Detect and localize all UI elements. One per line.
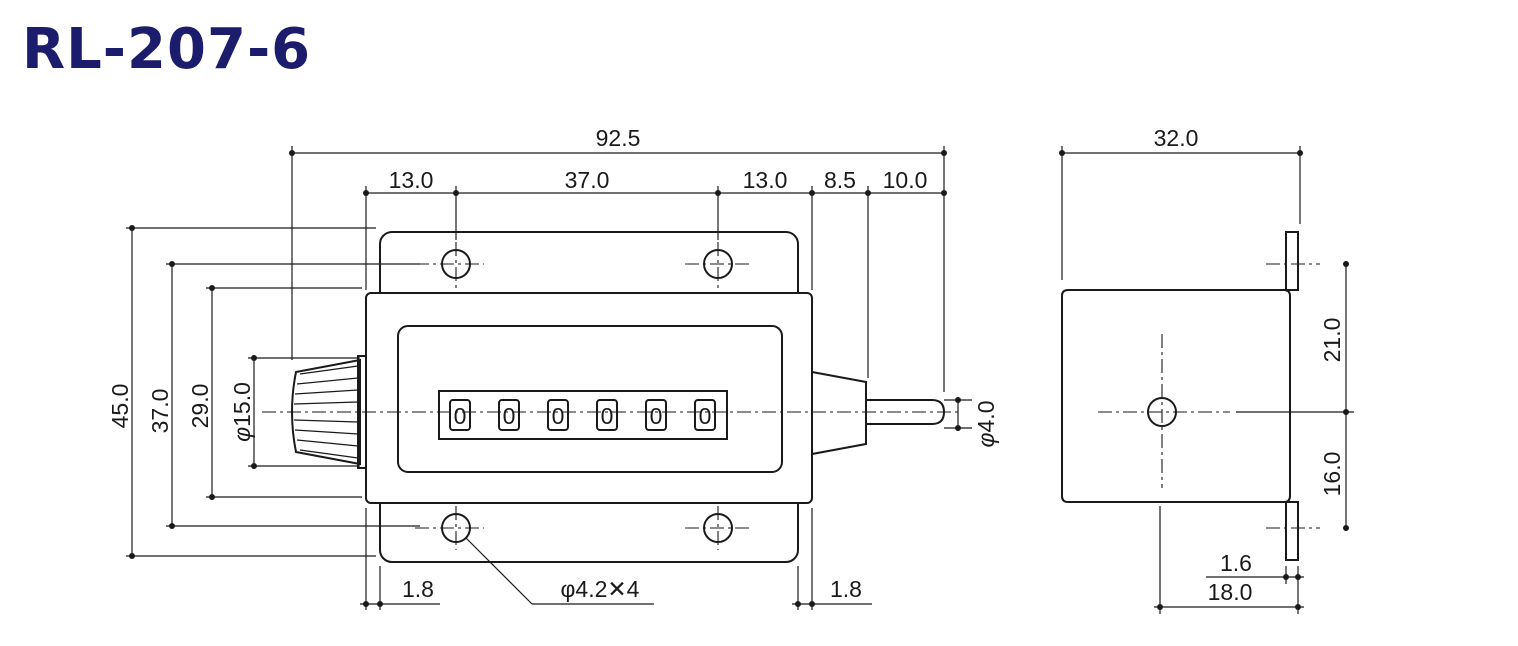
counter-digit: 0	[650, 403, 663, 429]
dim-top-segment: 8.5	[824, 167, 856, 193]
digit-frame	[645, 399, 667, 431]
dim-body-height: 29.0	[187, 384, 213, 429]
dim-height-total: 45.0	[107, 384, 133, 429]
side-dimensions: 32.0 21.0 16.0 1.6 18.0	[1059, 125, 1354, 614]
side-view	[1061, 231, 1320, 561]
dim-side-width: 32.0	[1154, 125, 1199, 151]
model-title: RL-207-6	[22, 17, 312, 82]
side-body	[1061, 289, 1291, 503]
dim-top-segment: 13.0	[389, 167, 434, 193]
side-flange-top	[1285, 231, 1299, 291]
front-dimensions: 92.5 13.0 37.0 13.0 8.5 10.0 45.0 37.0	[107, 125, 999, 610]
dim-side-depth: 18.0	[1208, 579, 1253, 605]
dim-overall-length: 92.5	[596, 125, 641, 151]
dim-top-segment: 37.0	[565, 167, 610, 193]
reset-knob	[291, 355, 367, 469]
mounting-holes	[415, 242, 750, 550]
dim-top-segment: 13.0	[743, 167, 788, 193]
display-window	[397, 325, 783, 473]
dim-shaft-diameter: φ4.0	[973, 401, 999, 448]
diameter-symbol: φ	[973, 432, 999, 447]
dim-knob-diameter: φ15.0	[229, 382, 255, 442]
dim-flange-offset-left: 1.8	[402, 576, 434, 602]
knob-diameter-value: 15.0	[229, 382, 255, 427]
counter-digit: 0	[601, 403, 614, 429]
dim-flange-offset-right: 1.8	[830, 576, 862, 602]
counter-digit: 0	[552, 403, 565, 429]
digit-frame	[694, 399, 716, 431]
dim-top-segment: 10.0	[883, 167, 928, 193]
shaft-diameter-value: 4.0	[973, 401, 999, 433]
digit-frame	[498, 399, 520, 431]
digit-window	[438, 390, 728, 440]
dim-side-lower: 16.0	[1319, 452, 1345, 497]
digit-frame	[449, 399, 471, 431]
counter-digits: 0 0 0 0 0 0	[449, 399, 716, 431]
counter-digit: 0	[454, 403, 467, 429]
dim-flange-thickness: 1.6	[1220, 550, 1252, 576]
drive-shaft	[811, 370, 946, 456]
counter-digit: 0	[699, 403, 712, 429]
hole-callout: φ4.2✕4	[561, 576, 640, 602]
side-flange-bottom	[1285, 501, 1299, 561]
digit-frame	[596, 399, 618, 431]
digit-frame	[547, 399, 569, 431]
front-view: 0 0 0 0 0 0	[262, 231, 960, 563]
dim-hole-pitch: 37.0	[147, 389, 173, 434]
dim-side-upper: 21.0	[1319, 318, 1345, 363]
diameter-symbol: φ	[229, 427, 255, 442]
counter-digit: 0	[503, 403, 516, 429]
